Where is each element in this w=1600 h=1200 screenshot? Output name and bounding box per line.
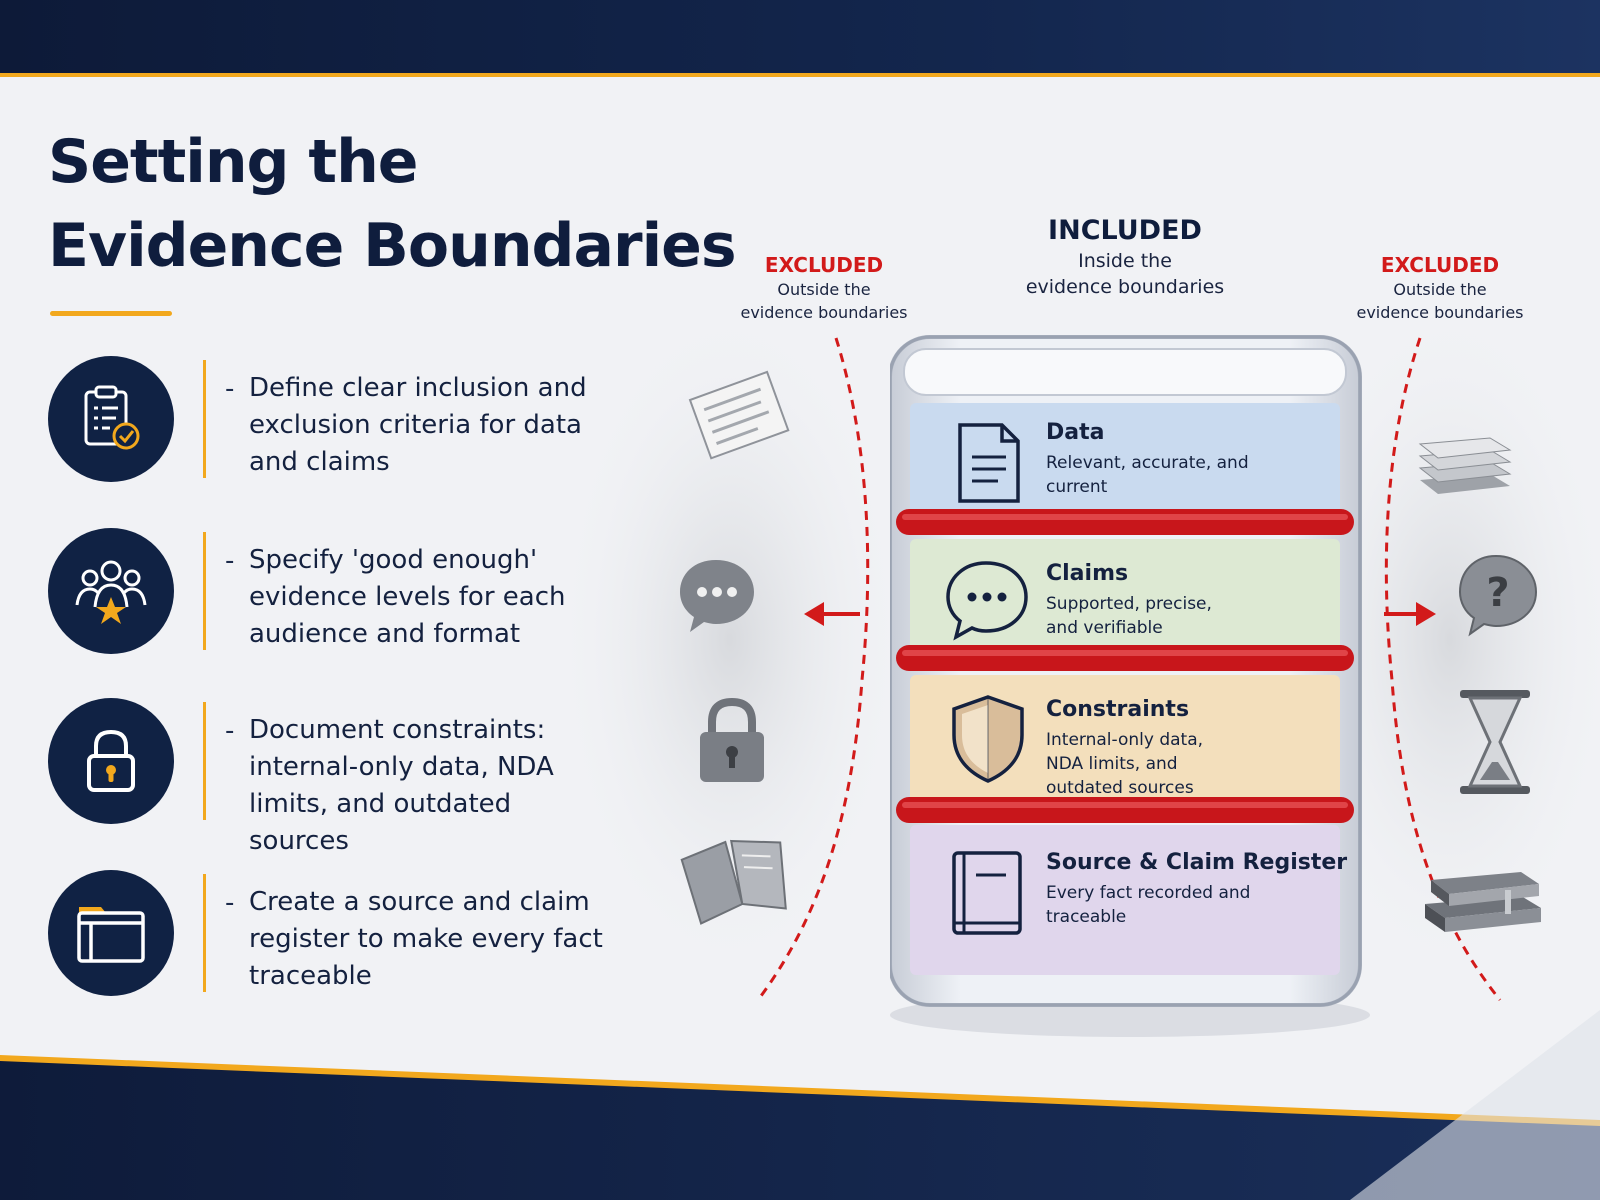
layer-data-title: Data — [1046, 420, 1105, 445]
bullet-item: - Document constraints: internal-only da… — [48, 698, 648, 856]
title-line-1: Setting the — [48, 127, 418, 197]
excluded-left-line-1: Outside the — [777, 280, 871, 299]
bullet-marker: - — [225, 716, 235, 746]
bullet-icon-circle — [48, 356, 174, 482]
rope-2 — [896, 645, 1354, 671]
document-icon — [958, 423, 1020, 503]
jar-rim — [903, 348, 1347, 396]
layer-register-desc: Every fact recorded and traceable — [1046, 883, 1251, 927]
layer-claims — [910, 539, 1340, 655]
top-band — [0, 0, 1600, 74]
included-heading: INCLUDED — [1048, 215, 1202, 246]
bullet-text: Define clear inclusion and exclusion cri… — [249, 373, 587, 477]
bullet-marker: - — [225, 546, 235, 576]
bullet-item: - Create a source and claim register to … — [48, 870, 648, 1006]
shield-icon — [952, 695, 1024, 783]
book-icon — [952, 851, 1022, 935]
bullet-accent-bar — [203, 874, 206, 992]
title-line-2: Evidence Boundaries — [48, 211, 737, 281]
included-line-1: Inside the — [1078, 250, 1172, 272]
bullet-accent-bar — [203, 702, 206, 820]
excluded-right-label: EXCLUDED Outside the evidence boundaries — [1330, 252, 1550, 324]
layer-register-title: Source & Claim Register — [1046, 850, 1348, 875]
bullet-icon-circle — [48, 698, 174, 824]
excluded-right-line-1: Outside the — [1393, 280, 1487, 299]
bullet-accent-bar — [203, 532, 206, 650]
bullet-marker: - — [225, 888, 235, 918]
bottom-band — [0, 1060, 1600, 1200]
layer-claims-desc: Supported, precise, and verifiable — [1046, 594, 1212, 638]
rope-1 — [896, 509, 1354, 535]
clipboard-check-icon — [84, 385, 140, 450]
layer-register — [910, 825, 1340, 975]
excluded-left-heading: EXCLUDED — [764, 253, 884, 277]
bullet-text: Specify 'good enough' evidence levels fo… — [249, 545, 566, 649]
excluded-left-line-2: evidence boundaries — [740, 303, 908, 322]
audience-star-icon — [75, 560, 147, 624]
bullet-marker: - — [225, 374, 235, 404]
excluded-left-label: EXCLUDED Outside the evidence boundaries — [714, 252, 934, 324]
bullet-icon-circle — [48, 528, 174, 654]
excluded-right-heading: EXCLUDED — [1380, 253, 1500, 277]
layer-data-desc: Relevant, accurate, and current — [1046, 453, 1249, 497]
padlock-icon — [87, 729, 135, 792]
bullet-text: Document constraints: internal-only data… — [249, 715, 554, 856]
bottom-accent-line — [0, 1055, 1600, 1126]
top-accent-line — [0, 73, 1600, 77]
included-label: INCLUDED Inside the evidence boundaries — [980, 214, 1270, 300]
included-line-2: evidence boundaries — [1025, 276, 1225, 298]
bullet-icon-circle — [48, 870, 174, 996]
bullet-item: - Define clear inclusion and exclusion c… — [48, 356, 648, 492]
excluded-right-line-2: evidence boundaries — [1356, 303, 1524, 322]
bullet-text: Create a source and claim register to ma… — [249, 887, 603, 991]
title-underline — [50, 311, 172, 316]
evidence-container — [890, 335, 1370, 1037]
slide-title: Setting the Evidence Boundaries — [48, 120, 737, 288]
rope-3 — [896, 797, 1354, 823]
speech-bubble-icon — [946, 561, 1028, 641]
bullet-item: - Specify 'good enough' evidence levels … — [48, 528, 648, 664]
layer-claims-title: Claims — [1046, 561, 1129, 586]
layer-constraints-desc: Internal-only data, NDA limits, and outd… — [1046, 730, 1204, 798]
folder-icon — [77, 907, 145, 963]
bullet-accent-bar — [203, 360, 206, 478]
layer-constraints-title: Constraints — [1046, 697, 1190, 722]
